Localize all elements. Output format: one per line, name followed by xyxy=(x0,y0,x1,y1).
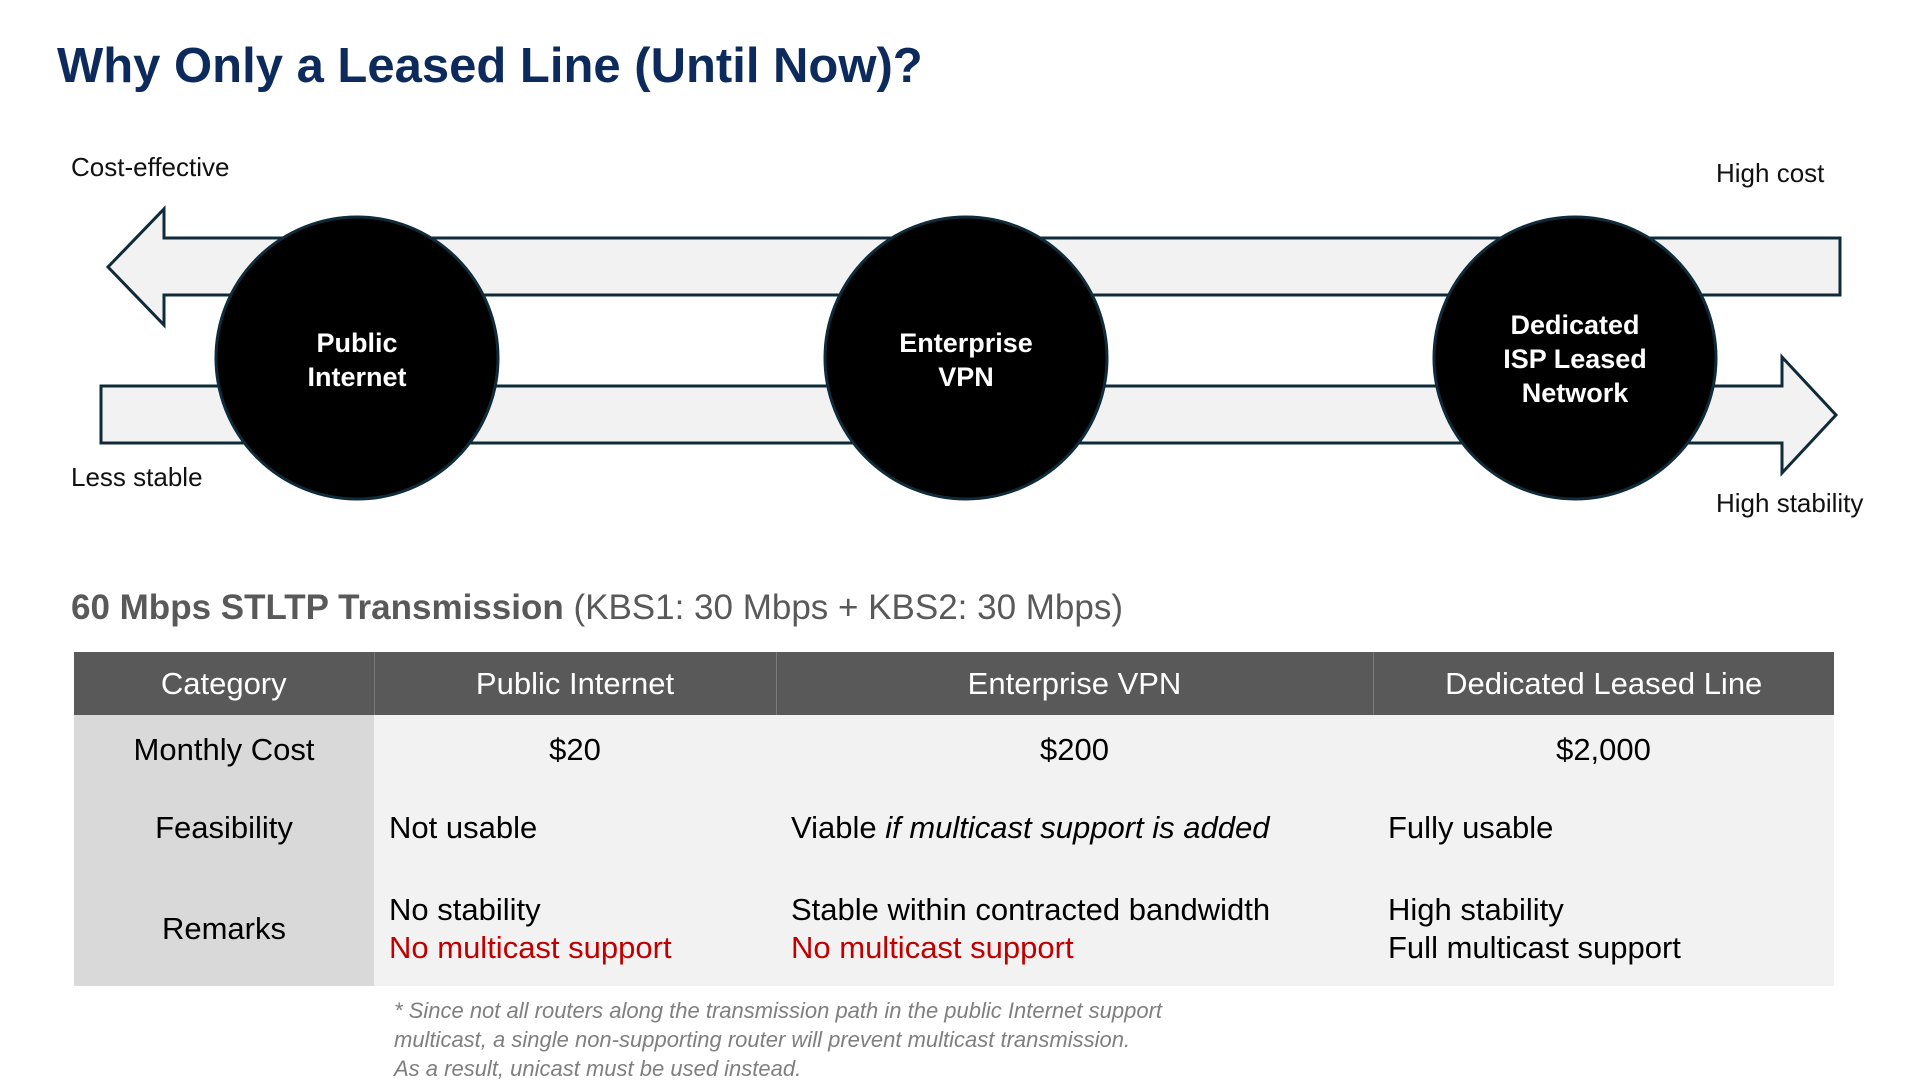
cost-effective-label: Cost-effective xyxy=(71,152,229,182)
remark-warning: No multicast support xyxy=(389,929,672,965)
row-label-monthly-cost: Monthly Cost xyxy=(74,715,374,785)
node-dedicated-isp-leased-network: Dedicated ISP Leased Network xyxy=(1432,215,1718,501)
node-label-line: Dedicated xyxy=(1510,310,1639,340)
vpn-feasibility-emphasis: if multicast support is added xyxy=(885,810,1270,845)
cell-vpn-remarks: Stable within contracted bandwidth No mu… xyxy=(776,871,1373,986)
cell-leased-cost: $2,000 xyxy=(1373,715,1834,785)
header-enterprise-vpn: Enterprise VPN xyxy=(775,652,1373,715)
remark-line: Full multicast support xyxy=(1388,929,1681,965)
cell-leased-remarks: High stability Full multicast support xyxy=(1373,871,1834,986)
node-label-line: Public xyxy=(316,328,397,358)
header-dedicated-leased-line: Dedicated Leased Line xyxy=(1372,652,1834,715)
node-label-line: VPN xyxy=(938,362,994,392)
cell-leased-feasibility: Fully usable xyxy=(1373,785,1834,871)
table-row-feasibility: Feasibility Not usable Viable if multica… xyxy=(74,785,1834,871)
cell-vpn-cost: $200 xyxy=(776,715,1373,785)
header-public-internet: Public Internet xyxy=(373,652,776,715)
remark-line: No stability xyxy=(389,891,541,927)
table-row-remarks: Remarks No stability No multicast suppor… xyxy=(74,871,1834,986)
node-enterprise-vpn: Enterprise VPN xyxy=(823,215,1109,501)
cell-vpn-feasibility: Viable if multicast support is added xyxy=(776,785,1373,871)
row-label-feasibility: Feasibility xyxy=(74,785,374,871)
remark-line: High stability xyxy=(1388,891,1564,927)
page-title: Why Only a Leased Line (Until Now)? xyxy=(57,39,923,93)
node-label-line: Enterprise xyxy=(899,328,1033,358)
row-label-remarks: Remarks xyxy=(74,871,374,986)
node-public-internet: Public Internet xyxy=(214,215,500,501)
table-row-monthly-cost: Monthly Cost $20 $200 $2,000 xyxy=(74,715,1834,785)
section-subtitle: 60 Mbps STLTP Transmission (KBS1: 30 Mbp… xyxy=(71,588,1123,628)
comparison-table: Category Public Internet Enterprise VPN … xyxy=(74,652,1834,986)
high-cost-label: High cost xyxy=(1716,158,1825,188)
cell-public-cost: $20 xyxy=(374,715,776,785)
high-stability-label: High stability xyxy=(1716,488,1863,518)
remark-line: Stable within contracted bandwidth xyxy=(791,891,1271,927)
footnote-line: * Since not all routers along the transm… xyxy=(394,998,1163,1023)
node-label-line: Network xyxy=(1522,378,1630,408)
cost-stability-diagram: Cost-effective High cost Less stable Hig… xyxy=(71,152,1863,518)
subtitle-rest: (KBS1: 30 Mbps + KBS2: 30 Mbps) xyxy=(563,588,1124,627)
cell-public-remarks: No stability No multicast support xyxy=(374,871,776,986)
header-category: Category xyxy=(74,652,374,715)
footnote: * Since not all routers along the transm… xyxy=(394,996,1162,1083)
node-label-line: ISP Leased xyxy=(1503,344,1647,374)
table-header-row: Category Public Internet Enterprise VPN … xyxy=(74,652,1834,715)
vpn-feasibility-prefix: Viable xyxy=(791,810,886,845)
node-label-line: Internet xyxy=(307,362,406,392)
footnote-line: multicast, a single non-supporting route… xyxy=(394,1027,1131,1052)
footnote-line: As a result, unicast must be used instea… xyxy=(394,1056,802,1081)
remark-warning: No multicast support xyxy=(791,929,1074,965)
subtitle-bold: 60 Mbps STLTP Transmission xyxy=(71,588,564,627)
cell-public-feasibility: Not usable xyxy=(374,785,776,871)
less-stable-label: Less stable xyxy=(71,462,203,492)
